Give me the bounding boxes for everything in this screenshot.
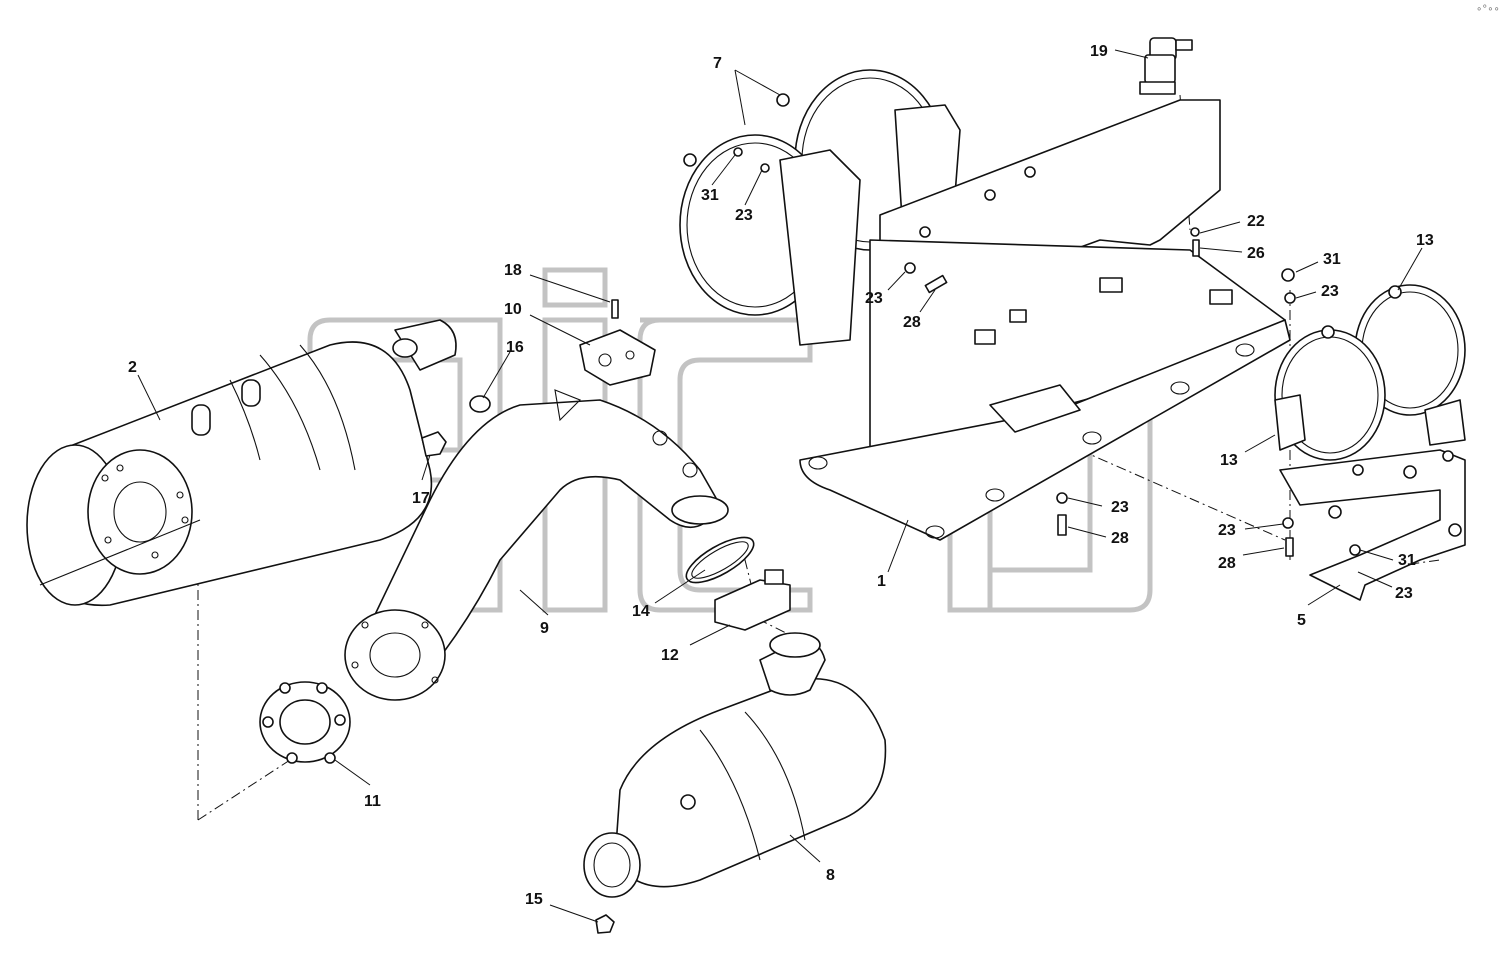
- callout-22: 22: [1247, 213, 1265, 230]
- callout-5: 5: [1297, 612, 1306, 629]
- callout-1: 1: [877, 573, 886, 590]
- callout-12: 12: [661, 647, 679, 664]
- callout-28-b: 28: [1111, 530, 1129, 547]
- valve-part-19: [1139, 37, 1193, 95]
- callout-17: 17: [412, 490, 430, 507]
- callout-31-b: 31: [1323, 251, 1341, 268]
- callout-23-c: 23: [1321, 283, 1339, 300]
- callout-18: 18: [504, 262, 522, 279]
- gasket-part-14: [685, 536, 755, 584]
- callout-28-c: 28: [1218, 555, 1236, 572]
- callout-11: 11: [364, 793, 381, 810]
- sensor-part-10: [579, 329, 656, 386]
- callout-23-e: 23: [1218, 522, 1236, 539]
- callout-23-f: 23: [1395, 585, 1413, 602]
- callout-13-b: 13: [1220, 452, 1238, 469]
- callout-31-a: 31: [701, 187, 719, 204]
- clamp-bands-part-13: [1274, 284, 1466, 461]
- bracket-part-5: [1279, 449, 1466, 601]
- callout-19: 19: [1090, 43, 1108, 60]
- callout-16: 16: [506, 339, 524, 356]
- callout-7: 7: [713, 55, 722, 72]
- callouts: 2 7 19 31 23 22 26 13 18 10 16 23 28 31 …: [128, 43, 1434, 908]
- callout-2: 2: [128, 359, 137, 376]
- callout-9: 9: [540, 620, 549, 637]
- leader-lines: [137, 49, 1423, 923]
- callout-26: 26: [1247, 245, 1265, 262]
- callout-23-d: 23: [1111, 499, 1129, 516]
- nut-part-15: [595, 914, 615, 934]
- muffler-part-2: [26, 319, 457, 607]
- callout-28-a: 28: [903, 314, 921, 331]
- catalytic-converter-part-8: [583, 632, 887, 898]
- mounting-bracket-part-1: [799, 99, 1291, 541]
- flange-ring-part-11: [259, 681, 351, 764]
- callout-14: 14: [632, 603, 650, 620]
- corner-mark: ∘°∘∘: [1476, 4, 1500, 15]
- exhaust-pipe-part-9: [344, 389, 729, 701]
- clamp-bands-part-7: [679, 69, 961, 346]
- callout-23-b: 23: [865, 290, 883, 307]
- callout-31-c: 31: [1398, 552, 1416, 569]
- fasteners-left: [421, 299, 619, 457]
- callout-10: 10: [504, 301, 522, 318]
- callout-13-a: 13: [1416, 232, 1434, 249]
- clamp-part-12: [714, 569, 791, 631]
- callout-15: 15: [525, 891, 543, 908]
- callout-8: 8: [826, 867, 835, 884]
- callout-23-a: 23: [735, 207, 753, 224]
